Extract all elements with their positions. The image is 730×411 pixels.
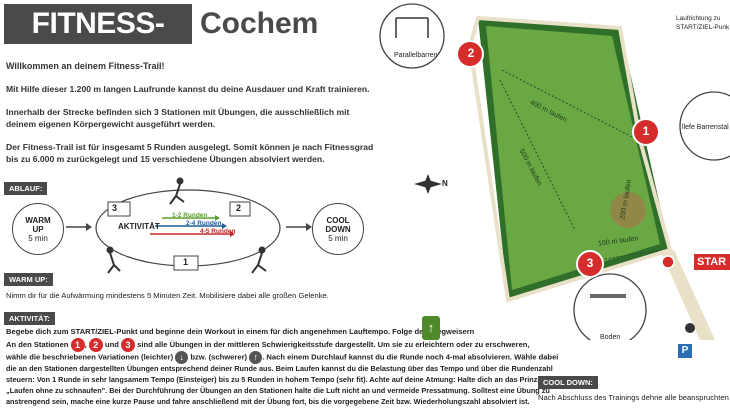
rounds-4-5: 4-5 Runden: [200, 228, 236, 235]
arrow-down-icon: ↓: [175, 351, 189, 364]
warmup-circle: WARM UP 5 min: [12, 203, 64, 255]
label-barrenstand: llefe Barrenstal: [682, 124, 729, 131]
compass-north-label: N: [442, 179, 448, 188]
warmup-label-2: UP: [32, 224, 44, 234]
arrow-up-icon: ↑: [249, 351, 263, 364]
start-sign: STAR: [694, 254, 730, 270]
map-station-1-marker: 1: [642, 124, 650, 138]
label-boden: Boden: [600, 334, 621, 341]
intro-paragraph-2a: Innerhalb der Strecke befinden sich 3 St…: [6, 107, 350, 117]
station-2-label: 2: [236, 203, 242, 213]
aktivitaet-label: AKTIVITÄT: [118, 222, 160, 231]
intro-paragraph-1: Mit Hilfe dieser 1.200 m langen Laufrund…: [6, 84, 370, 94]
warmup-tag: WARM UP:: [4, 273, 53, 286]
cooldown-tag: COOL DOWN:: [538, 376, 598, 389]
aktivitaet-line-7: anstrengend sein, mache eine kurze Pause…: [6, 397, 530, 406]
station-3-label: 3: [112, 203, 118, 213]
aktivitaet-line-3: wähle die beschriebenen Variationen (lei…: [6, 351, 559, 364]
ablauf-tag: ABLAUF:: [4, 182, 48, 195]
cooldown-circle: COOL DOWN 5 min: [312, 203, 364, 255]
aktivitaet-line-2: An den Stationen 1, 2 und 3 sind alle Üb…: [6, 338, 530, 352]
trail-map: [379, 3, 730, 340]
intro-paragraph-3a: Der Fitness-Trail ist für insgesamt 5 Ru…: [6, 142, 374, 152]
parking-icon: P: [678, 344, 692, 358]
map-station-3-marker: 3: [586, 256, 594, 270]
page-title: FITNESS-TRAIL: [4, 4, 192, 80]
map-legend: Laufrichtung zu START/ZIEL-Punk: [676, 15, 730, 31]
ablauf-diagram: [66, 177, 312, 274]
green-signpost-icon: ↑: [422, 316, 440, 340]
station-1-badge: 1: [70, 338, 85, 352]
aktivitaet-line-4: die an den Stationen dargestellten Übung…: [6, 364, 553, 373]
aktivitaet-line-5: steuern: Von 1 Runde in sehr langsamem T…: [6, 375, 544, 384]
cooldown-label-2: DOWN: [325, 224, 351, 234]
warmup-duration: 5 min: [28, 233, 48, 243]
intro-paragraph-3b: bis zu 6.000 m zurückgelegt und 15 versc…: [6, 154, 325, 164]
rounds-2-4: 2-4 Runden: [186, 220, 222, 227]
warmup-text: Nimm dir für die Aufwärmung mindestens 5…: [6, 291, 329, 300]
aktivitaet-line-1: Begebe dich zum START/ZIEL-Punkt und beg…: [6, 327, 475, 336]
station-1-label: 1: [183, 257, 189, 267]
label-parallelbarren: Parallelbarren: [394, 52, 438, 59]
rounds-1-2: 1-2 Runden: [172, 212, 208, 219]
intro-paragraph-2b: deinem eigenen Körpergewicht ausgeführt …: [6, 119, 216, 129]
aktivitaet-line-6: „Laufen ohne zu schnaufen". Bei der Durc…: [6, 386, 550, 395]
intro-welcome: Willkommen an deinem Fitness-Trail!: [6, 61, 165, 71]
aktivitaet-tag: AKTIVITÄT:: [4, 312, 55, 325]
cooldown-text: Nach Abschluss des Trainings dehne alle …: [538, 393, 730, 402]
page-subtitle-city: Cochem: [200, 7, 319, 40]
cooldown-label-1: COOL: [326, 215, 350, 225]
cooldown-duration: 5 min: [328, 233, 348, 243]
warmup-label-1: WARM: [25, 215, 51, 225]
station-2-badge: 2: [88, 338, 103, 352]
map-station-2-marker: 2: [467, 46, 475, 60]
station-3-badge: 3: [120, 338, 135, 352]
